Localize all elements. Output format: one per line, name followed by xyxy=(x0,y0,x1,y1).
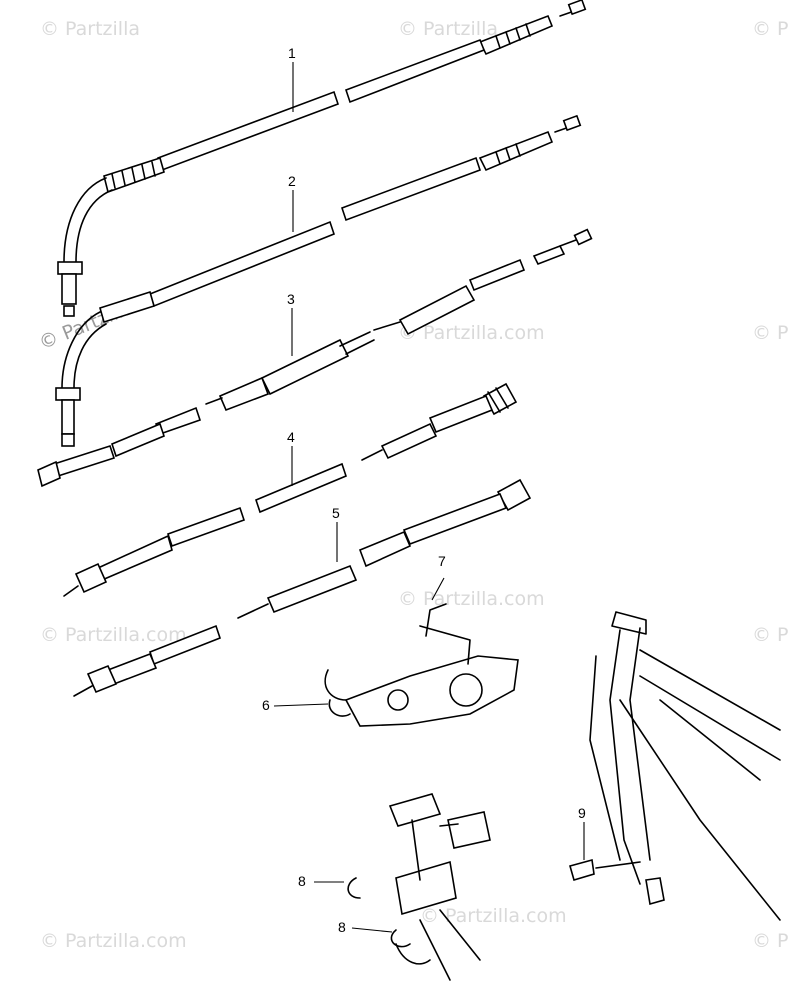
part-6-7-clamp-assembly xyxy=(273,577,519,727)
part-2-cable xyxy=(55,114,582,447)
callout-8-upper: 8 xyxy=(298,873,306,889)
callout-8-lower: 8 xyxy=(338,919,346,935)
callout-9: 9 xyxy=(578,805,586,821)
watermark-lower-right: © P xyxy=(752,624,789,646)
callout-leaders xyxy=(291,62,338,562)
watermark-top-left: © Partzilla xyxy=(40,18,141,40)
watermark-bottom-right: © P xyxy=(752,930,789,952)
part-4-cable xyxy=(63,382,518,597)
part-8-bracket-assembly xyxy=(314,793,491,981)
watermark-mid-right: © P xyxy=(752,322,789,344)
callout-1: 1 xyxy=(288,45,296,61)
callout-3: 3 xyxy=(287,291,295,307)
watermark-top-right: © P xyxy=(752,18,789,40)
watermark-mid-center: © Partzilla.com xyxy=(398,322,545,344)
watermark-bottom-center: © Partzilla.com xyxy=(420,905,567,927)
part-5-cable xyxy=(73,478,532,697)
part-9-frame-clip xyxy=(569,611,781,921)
watermark-lower-center: © Partzilla.com xyxy=(398,588,545,610)
callout-7: 7 xyxy=(438,553,446,569)
callout-5: 5 xyxy=(332,505,340,521)
callout-6: 6 xyxy=(262,697,270,713)
watermark-bottom-left: © Partzilla.com xyxy=(40,930,187,952)
callout-4: 4 xyxy=(287,429,295,445)
callout-2: 2 xyxy=(288,173,296,189)
watermark-top-center: © Partzilla xyxy=(398,18,499,40)
watermark-lower-left: © Partzilla.com xyxy=(40,624,187,646)
part-3-cable xyxy=(37,228,593,488)
